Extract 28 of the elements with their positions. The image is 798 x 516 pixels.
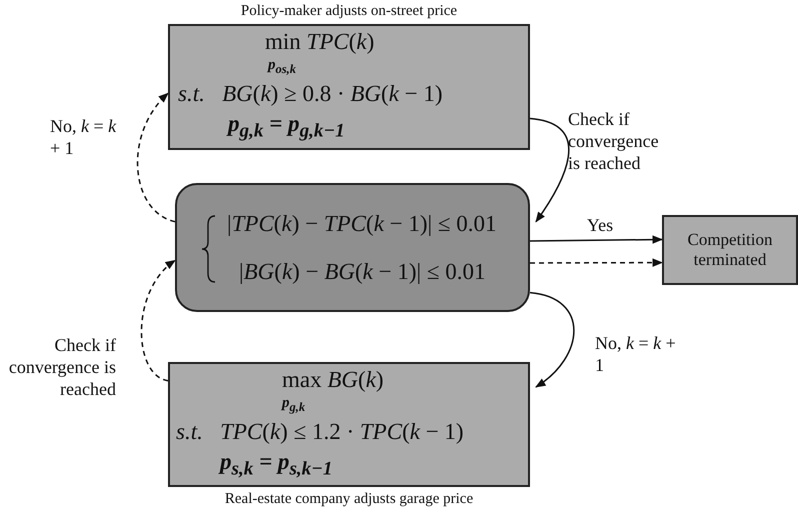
subscript-variable: p$_{g,k}$ [282,394,306,415]
terminal-box [662,215,798,285]
arrow [530,235,664,244]
box-caption: Policy-maker adjusts on-street price [240,3,458,20]
convergence-check-box [175,183,530,312]
formula: p$_{s,k}$ = p$_{s,k−1}$ [220,448,332,482]
arrow [530,258,664,267]
subscript-variable: p$_{os,k}$ [268,57,296,78]
box-text: Competition terminated [686,230,774,270]
formula: |BG(k) − BG(k − 1)| ≤ 0.01 [239,258,486,286]
arrow [137,92,176,222]
formula: s.t. BG(k) ≥ 0.8 · BG(k − 1) [178,80,443,108]
formula: max BG(k) [282,366,384,394]
arrow [530,292,575,388]
arrow [530,118,570,223]
formula: |TPC(k) − TPC(k − 1)| ≤ 0.01 [227,210,497,238]
edge-label: No, k = k + 1 [595,332,677,376]
edge-label: Check if convergence is reached [568,108,660,174]
edge-label: No, k = k + 1 [50,115,118,159]
edge-label: Yes [586,214,614,236]
formula: s.t. TPC(k) ≤ 1.2 · TPC(k − 1) [176,418,464,446]
formula: p$_{g,k}$ = p$_{g,k−1}$ [228,110,345,144]
formula: min TPC(k) [265,28,374,56]
edge-label: Check if convergence is reached [8,334,116,400]
optimization-box [168,362,530,487]
arrow [140,260,176,382]
box-caption: Real-estate company adjusts garage price [224,491,474,508]
optimization-box [168,24,530,150]
